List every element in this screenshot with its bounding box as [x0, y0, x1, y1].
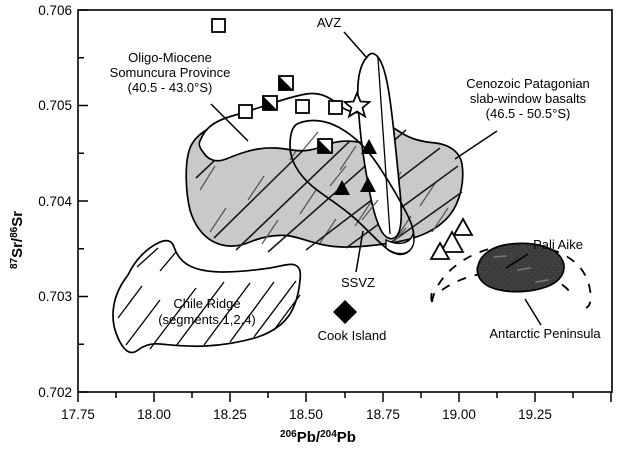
leader-somuncura: [210, 103, 249, 142]
y-axis-base-sr2: Sr: [9, 211, 26, 227]
svg-text:206Pb/204Pb: 206Pb/204Pb: [280, 429, 356, 446]
annotation-chile-ridge: Chile Ridge (segments 1,2,4): [158, 296, 256, 327]
x-tick-label: 18.75: [366, 407, 400, 422]
y-axis-base-sr1: Sr: [9, 242, 26, 258]
field-avz: [356, 52, 403, 240]
leader-ssvz: [355, 230, 364, 273]
y-axis-title: 87Sr/86Sr: [9, 211, 26, 269]
y-tick-label: 0.706: [38, 3, 72, 18]
annotation-pali-aike: Pali Aike: [533, 237, 583, 252]
annotation-line: Chile Ridge: [173, 296, 240, 311]
y-axis-sup-86: 86: [9, 226, 20, 238]
annotation-line: (40.5 - 43.0°S): [128, 80, 213, 95]
y-tick-label: 0.705: [38, 98, 72, 113]
annotation-line: (segments 1,2,4): [158, 312, 256, 327]
annotation-line: (46.5 - 50.5°S): [486, 106, 571, 121]
x-tick-label: 18.00: [137, 407, 171, 422]
x-axis-separator: /: [316, 429, 321, 446]
y-axis-separator: /: [9, 237, 26, 242]
x-axis-ticks: [77, 392, 612, 402]
marker-filled-triangle: [334, 139, 377, 195]
marker-open-square: [211, 18, 343, 119]
y-tick-labels: 0.706 0.705 0.704 0.703 0.702: [38, 3, 72, 400]
x-axis-base-pb2: Pb: [337, 429, 356, 446]
svg-text:87Sr/86Sr: 87Sr/86Sr: [9, 211, 26, 269]
x-tick-label: 18.50: [289, 407, 323, 422]
x-tick-label: 18.25: [213, 407, 247, 422]
annotation-ssvz: SSVZ: [341, 275, 375, 290]
annotation-cook-island: Cook Island: [318, 328, 387, 343]
x-axis-sup-206: 206: [280, 429, 297, 440]
marker-filled-diamond: [333, 300, 357, 324]
leader-antarctic: [524, 298, 542, 326]
data-symbols: [211, 18, 474, 324]
annotation-line: Cenozoic Patagonian: [466, 76, 590, 91]
marker-half-filled-square: [262, 75, 333, 154]
y-tick-label: 0.704: [38, 194, 72, 209]
x-axis-title: 206Pb/204Pb: [280, 429, 356, 446]
annotation-cenozoic-patagonian: Cenozoic Patagonian slab-window basalts …: [466, 76, 590, 121]
annotation-line: Somuncura Province: [110, 65, 231, 80]
field-chile-ridge: [112, 239, 302, 354]
x-tick-label: 19.00: [442, 407, 476, 422]
field-antarctic-peninsula: [430, 243, 592, 309]
field-pali-aike: [476, 242, 565, 293]
x-tick-labels: 17.75 18.00 18.25 18.50 18.75 19.00 19.2…: [61, 407, 552, 422]
annotation-leaders: [210, 31, 542, 326]
y-axis-sup-87: 87: [9, 257, 20, 269]
field-ssvz: [289, 119, 415, 256]
leader-pali-aike: [505, 253, 529, 269]
x-axis-base-pb1: Pb: [297, 429, 316, 446]
y-tick-label: 0.702: [38, 385, 72, 400]
leader-avz: [343, 31, 368, 59]
annotation-somuncura: Oligo-Miocene Somuncura Province (40.5 -…: [110, 50, 231, 95]
marker-open-star: [342, 90, 372, 119]
x-tick-label: 17.75: [61, 407, 95, 422]
leader-cenozoic: [454, 130, 498, 160]
annotation-antarctic-peninsula: Antarctic Peninsula: [489, 326, 601, 341]
annotation-avz: AVZ: [317, 15, 341, 30]
annotation-line: Oligo-Miocene: [128, 50, 212, 65]
marker-open-triangle: [429, 217, 474, 260]
y-axis-ticks: [78, 9, 88, 393]
annotation-line: slab-window basalts: [470, 91, 587, 106]
y-tick-label: 0.703: [38, 289, 72, 304]
x-tick-label: 19.25: [518, 407, 552, 422]
x-axis-sup-204: 204: [320, 429, 337, 440]
